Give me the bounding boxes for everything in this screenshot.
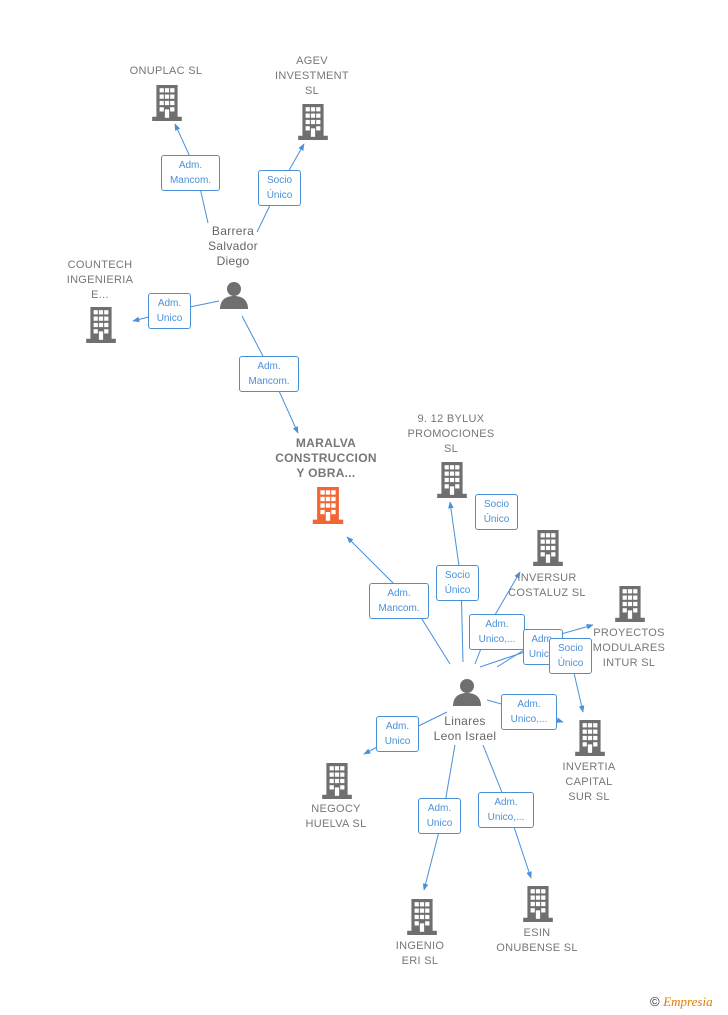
relation-label[interactable]: Socio Único [549,638,592,674]
relation-label[interactable]: Socio Único [475,494,518,530]
node-label-proyectos[interactable]: PROYECTOS MODULARES INTUR SL [592,627,666,669]
building-icon[interactable] [86,307,116,343]
relation-label[interactable]: Adm. Unico,... [469,614,525,650]
building-icon[interactable] [322,763,352,799]
building-icon[interactable] [407,899,437,935]
node-label-agev[interactable]: AGEV INVESTMENT SL [275,55,349,97]
relation-label[interactable]: Socio Único [258,170,301,206]
person-icon[interactable] [453,679,481,706]
node-label-maralva[interactable]: MARALVA CONSTRUCCION Y OBRA... [275,436,377,480]
node-label-ingenio[interactable]: INGENIO ERI SL [395,940,445,967]
relation-label[interactable]: Adm. Unico,... [478,792,534,828]
relation-label[interactable]: Adm. Unico [376,716,419,752]
relation-label[interactable]: Adm. Unico,... [501,694,557,730]
relation-label[interactable]: Adm. Mancom. [369,583,429,619]
node-label-inversur[interactable]: INVERSUR COSTALUZ SL [508,572,586,599]
node-label-invertia[interactable]: INVERTIA CAPITAL SUR SL [562,761,616,803]
relation-label[interactable]: Adm. Unico [148,293,191,329]
empresia-logo: Empresia [663,994,713,1009]
relation-label[interactable]: Adm. Mancom. [161,155,220,191]
relation-label[interactable]: Socio Único [436,565,479,601]
building-icon[interactable] [152,85,182,121]
building-icon[interactable] [523,886,553,922]
relation-label[interactable]: Adm. Mancom. [239,356,299,392]
building-icon[interactable] [312,487,344,524]
node-label-esin[interactable]: ESIN ONUBENSE SL [496,927,578,954]
node-label-countech[interactable]: COUNTECH INGENIERIA E... [66,259,134,301]
building-icon[interactable] [437,462,467,498]
building-icon[interactable] [533,530,563,566]
node-label-negocy[interactable]: NEGOCY HUELVA SL [305,803,367,830]
copyright-icon: © [650,994,660,1009]
node-label-linares[interactable]: Linares Leon Israel [433,714,497,743]
building-icon[interactable] [575,720,605,756]
node-label-barrera[interactable]: Barrera Salvador Diego [208,224,258,268]
building-icon[interactable] [615,586,645,622]
node-label-bylux[interactable]: 9. 12 BYLUX PROMOCIONES SL [407,413,495,455]
building-icon[interactable] [298,104,328,140]
relation-label[interactable]: Adm. Unico [418,798,461,834]
empresia-credit[interactable]: © Empresia [650,994,713,1010]
person-icon[interactable] [220,282,248,309]
node-label-onuplac[interactable]: ONUPLAC SL [129,65,203,77]
